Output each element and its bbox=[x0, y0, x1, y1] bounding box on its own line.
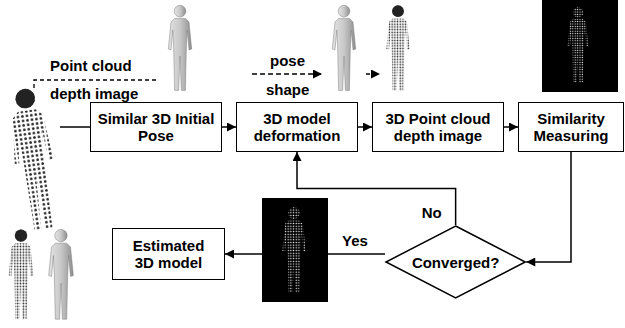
node-text: 3D Point cloud depth image bbox=[379, 110, 497, 144]
process-box: Similarity Measuring bbox=[518, 102, 624, 152]
process-box: Estimated 3D model bbox=[112, 228, 225, 280]
input-point-cloud bbox=[5, 86, 63, 232]
body-model bbox=[168, 5, 191, 90]
node-text: Similarity Measuring bbox=[525, 110, 617, 144]
flow-connector bbox=[358, 126, 372, 128]
process-box: 3D model deformation bbox=[236, 102, 358, 152]
flow-connector bbox=[222, 126, 236, 128]
dashed-arrow bbox=[252, 73, 322, 74]
point-cloud-figure bbox=[386, 5, 409, 90]
flow-connector bbox=[504, 126, 518, 128]
flow-connector bbox=[526, 152, 571, 262]
depth-image bbox=[262, 198, 328, 302]
body-model bbox=[49, 229, 74, 319]
depth-image bbox=[542, 0, 618, 92]
depth-figure bbox=[568, 7, 589, 83]
annotation-label: pose bbox=[270, 52, 330, 70]
depth-figure bbox=[282, 207, 305, 292]
node-text: 3D model deformation bbox=[243, 110, 351, 144]
annotation-label: shape bbox=[266, 81, 326, 99]
node-text: Converged? bbox=[412, 254, 500, 271]
node-text: Estimated 3D model bbox=[126, 237, 212, 271]
point-cloud-figure bbox=[9, 229, 34, 319]
process-box: Similar 3D Initial Pose bbox=[90, 102, 222, 152]
dashed-arrow bbox=[366, 73, 380, 74]
input-line bbox=[60, 126, 90, 128]
process-box: 3D Point cloud depth image bbox=[372, 102, 504, 152]
body-model bbox=[332, 5, 355, 90]
annotation-label: Point cloud depth image bbox=[50, 52, 162, 108]
edge-label: Yes bbox=[340, 232, 370, 249]
point-cloud-head bbox=[15, 229, 27, 241]
decision-diamond: Converged? bbox=[385, 225, 526, 299]
edge-label: No bbox=[420, 204, 444, 221]
point-cloud-head bbox=[392, 5, 404, 17]
node-text: Similar 3D Initial Pose bbox=[97, 110, 215, 144]
